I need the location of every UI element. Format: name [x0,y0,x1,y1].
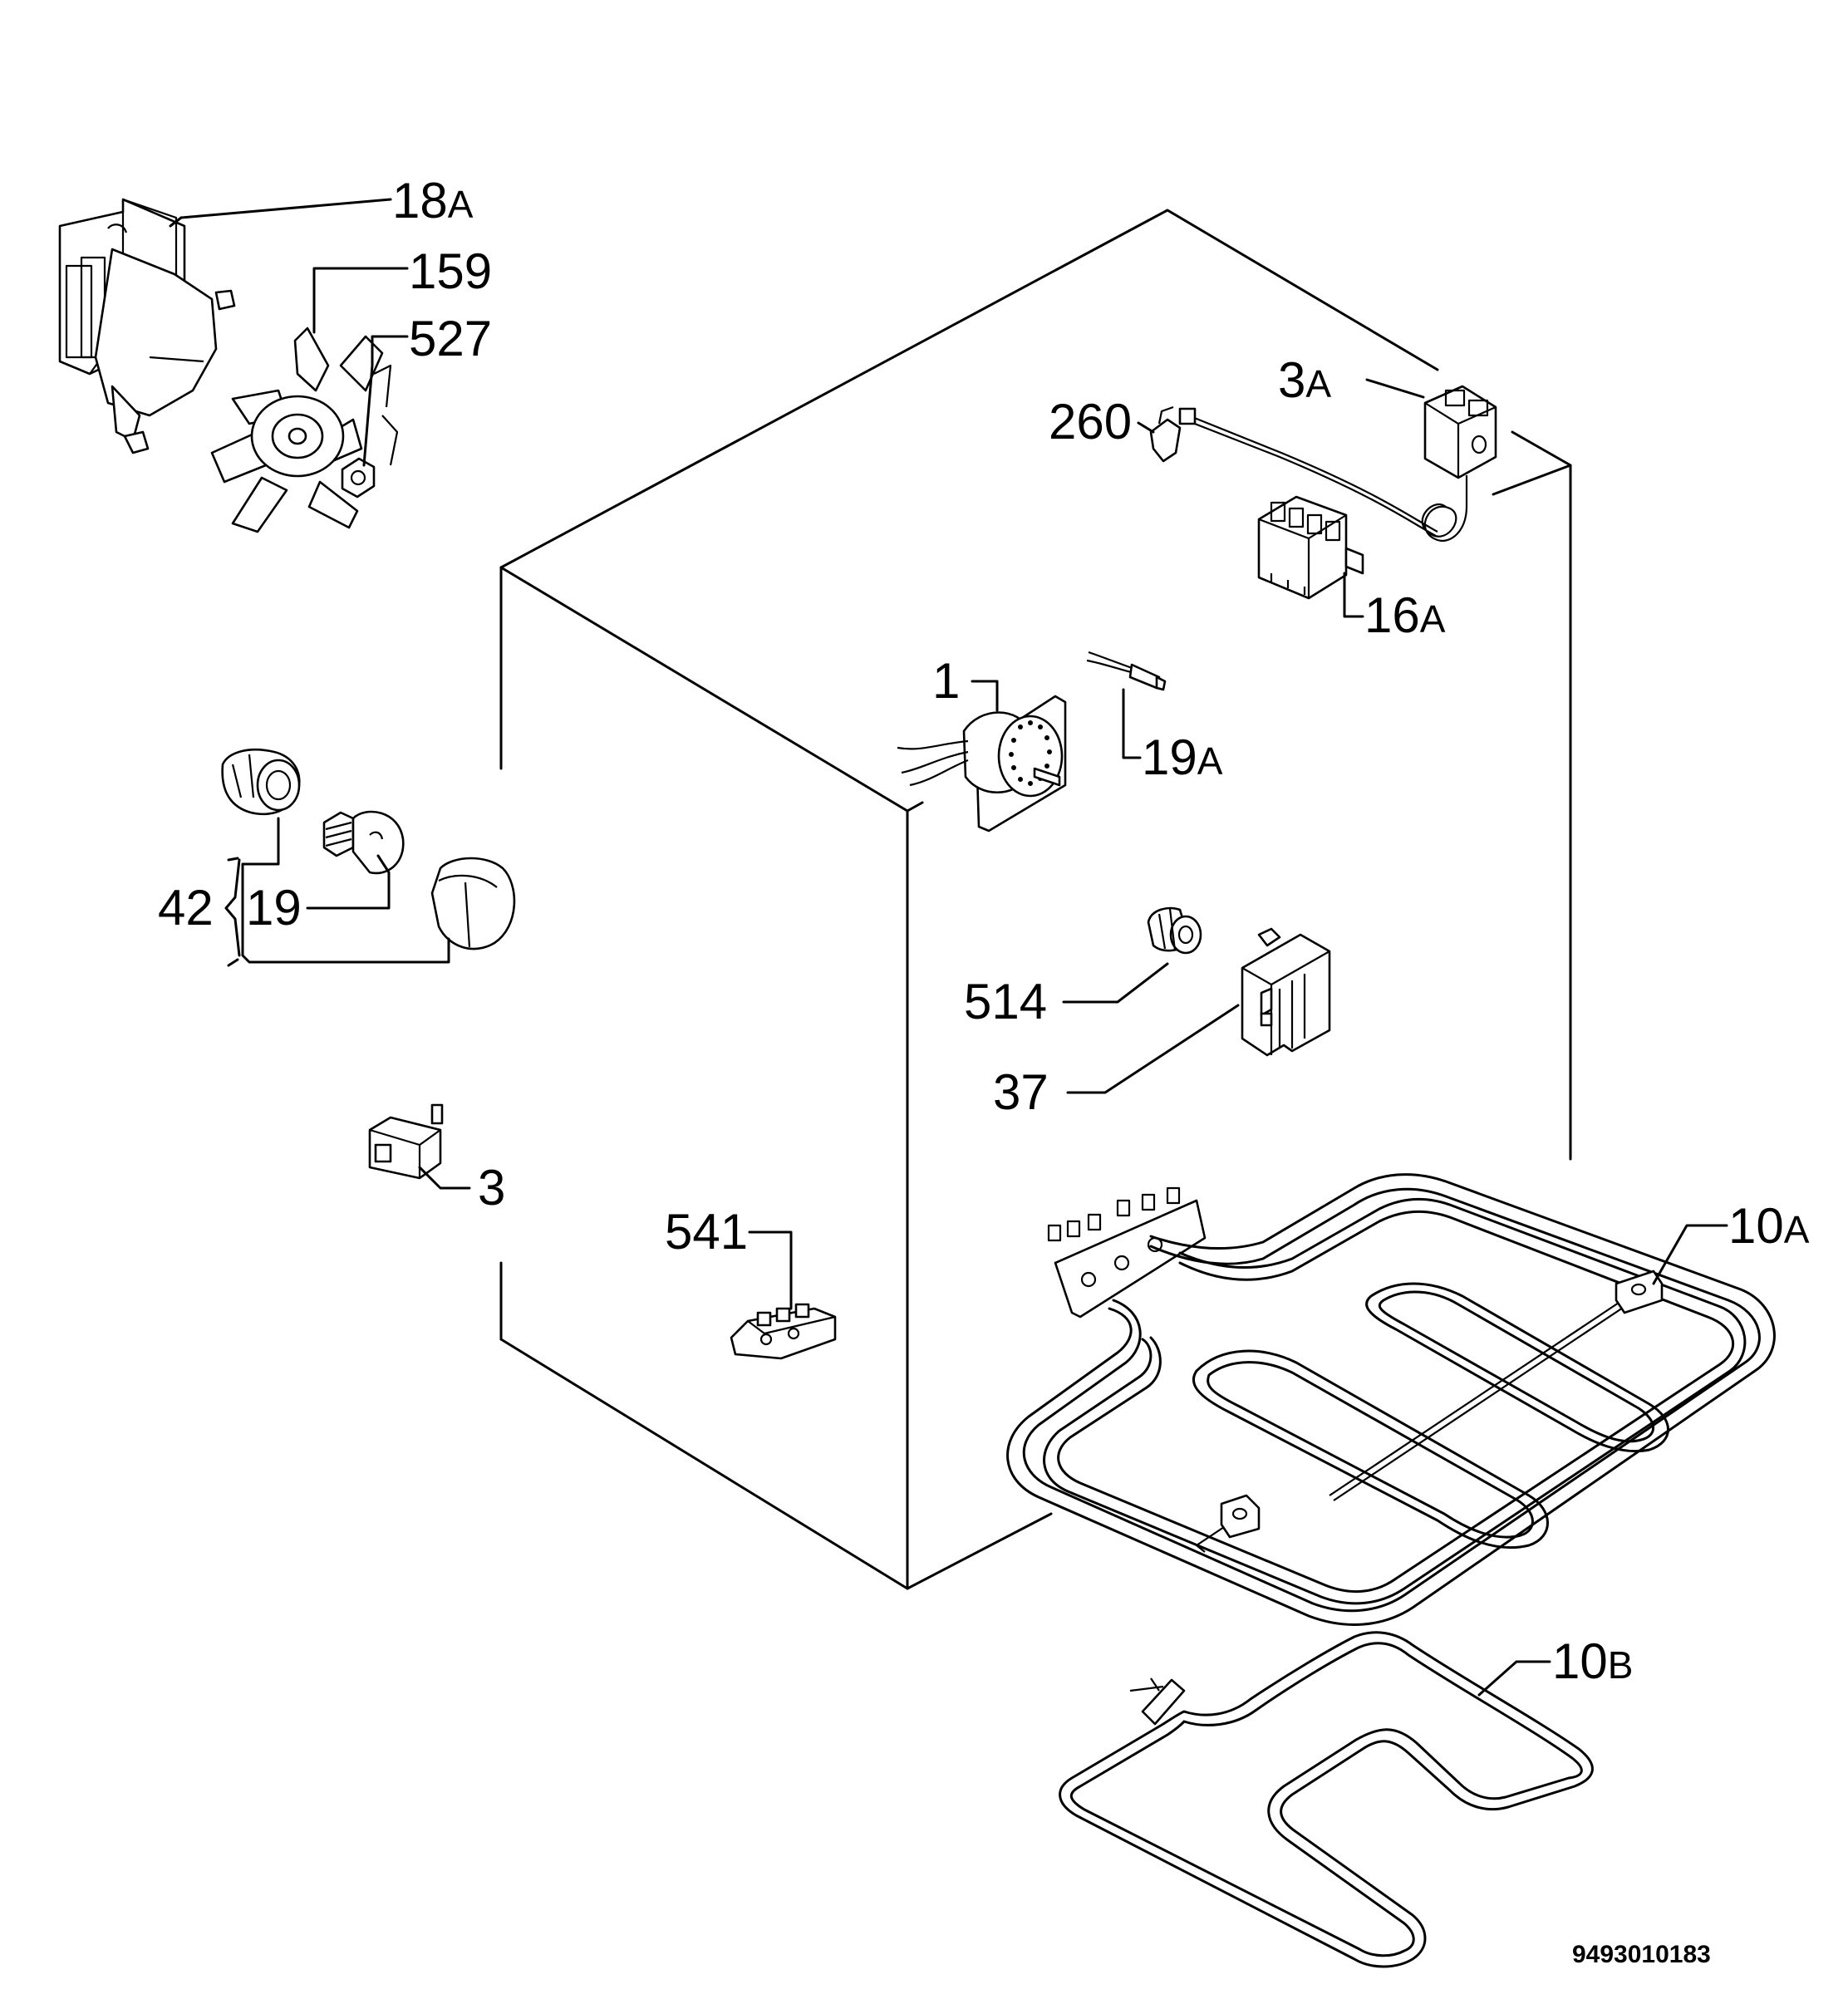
label-16A: 16A [1364,587,1446,643]
lamp-bulb-part [322,810,405,875]
terminal-block-part [1241,927,1331,1057]
fan-motor-part [58,198,236,454]
label-10B: 10B [1552,1633,1634,1689]
label-19A: 19A [1142,729,1223,785]
label-159: 159 [409,243,493,299]
lamp-holder-part [221,749,301,816]
label-260: 260 [1049,394,1133,449]
fan-blade-part [210,327,384,533]
label-3A: 3A [1278,352,1332,408]
label-3: 3 [478,1160,506,1216]
label-10A: 10A [1728,1198,1810,1254]
diagram-code: 9493010183 [1572,1941,1711,1968]
leader-lines [169,198,1728,1697]
label-37: 37 [993,1064,1049,1120]
fan-nut-part [341,364,399,498]
grommet-part [1147,906,1202,955]
capillary-clip-part [1149,405,1182,463]
grill-element-part [1006,1173,1776,1626]
bracket-part [730,1303,837,1360]
label-18A: 18A [392,173,474,228]
bottom-element-part [1059,1631,1594,1968]
door-switch-part [368,1103,444,1180]
oven-cabinet-outline [499,209,1572,1590]
timer-part [897,695,1067,832]
label-42: 42 [158,880,214,936]
selector-switch-part [1257,495,1364,600]
lamp-cover-part [430,857,516,950]
temperature-sensor-part [1086,651,1167,691]
label-527: 527 [409,311,493,366]
label-1: 1 [932,653,961,709]
thermostat-part [1178,385,1497,543]
label-541: 541 [665,1204,749,1260]
label-514: 514 [964,974,1048,1029]
label-19: 19 [246,880,302,936]
